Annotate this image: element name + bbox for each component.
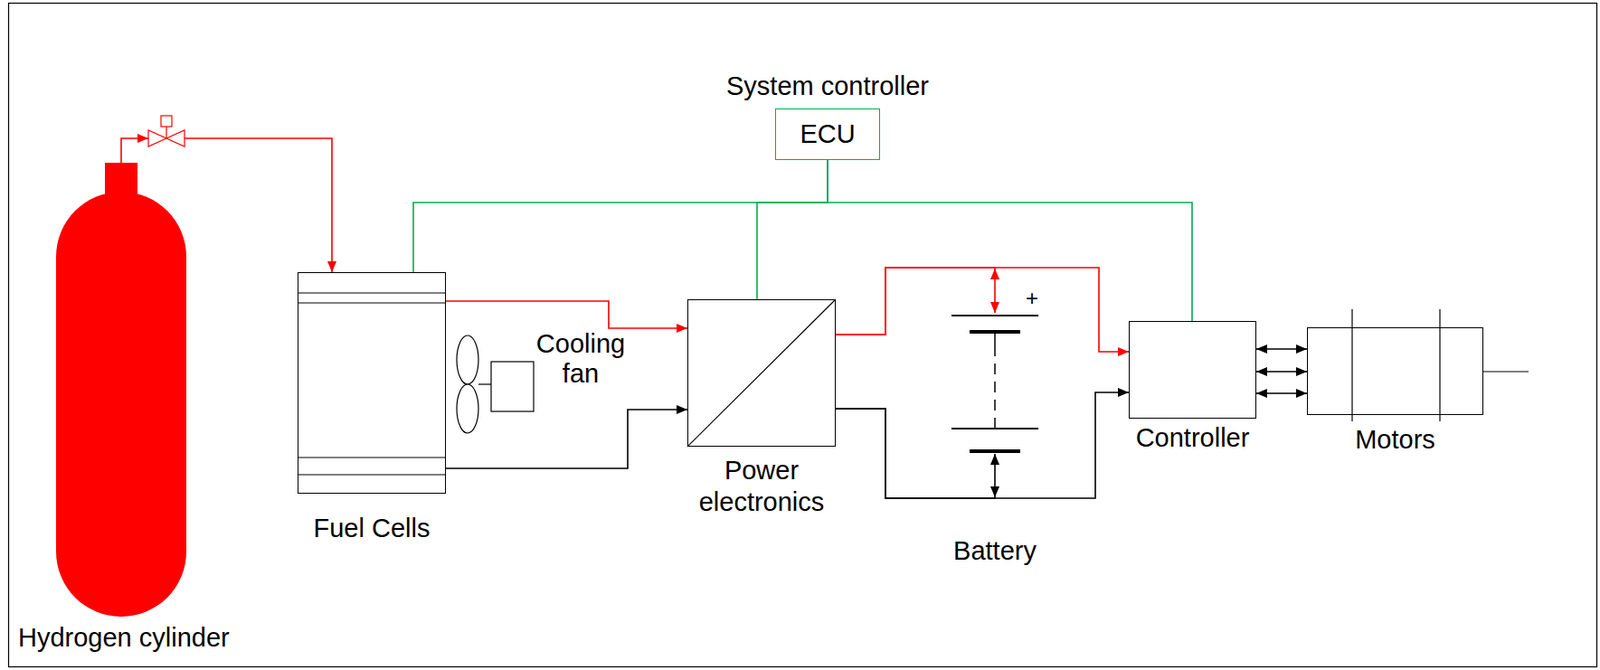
motor-box: Motors (1306, 327, 1484, 416)
label-holder: Cooling fan (530, 329, 631, 390)
caption-holder: Motors (1354, 424, 1436, 456)
caption-holder: Controller (1136, 422, 1250, 455)
stack-band (297, 292, 446, 294)
part-name: Battery (953, 535, 1037, 568)
battery-lead (994, 417, 996, 429)
cylinder-outline (56, 162, 187, 617)
connector-line (827, 160, 1193, 322)
hydrogen-cylinder: Hydrogen cylinder (56, 162, 187, 617)
caption-holder: Power electronics (689, 454, 834, 519)
connector-line (835, 267, 995, 335)
connector-line (1256, 392, 1307, 395)
fan-blade (456, 335, 479, 385)
connector (835, 267, 1129, 352)
valve-symbol (148, 130, 167, 147)
box-label: ECU (799, 118, 855, 151)
caption-holder: Battery (953, 535, 1037, 568)
connector (827, 160, 1193, 322)
connector-line (1256, 370, 1307, 373)
valve-symbol (166, 130, 185, 147)
battery-lead (994, 331, 996, 357)
valve-stem (165, 126, 167, 139)
connector (835, 267, 1000, 335)
part-name: System controller (726, 70, 929, 103)
connector (835, 392, 1129, 499)
connector-line (757, 160, 828, 300)
fan-label: Cooling fan (530, 329, 631, 390)
battery-outline (949, 312, 1041, 455)
power-electronics-box: Power electronics (687, 299, 836, 447)
battery-gap (994, 363, 996, 413)
polarity-sign: + (1025, 287, 1039, 310)
stack-band (297, 456, 446, 458)
caption-holder: Fuel Cells (313, 512, 431, 545)
connector-line (1256, 348, 1307, 351)
connector (413, 160, 828, 273)
caption-holder: System controller (726, 70, 929, 103)
battery-plate (951, 314, 1039, 317)
connector-line (835, 392, 1129, 499)
arrow-head (990, 486, 1000, 498)
converter-diagonal (687, 299, 836, 447)
connector (757, 160, 828, 300)
stack-band (297, 473, 446, 475)
stack-band (297, 302, 446, 303)
frame (9, 3, 1598, 668)
label-holder: + (1025, 287, 1039, 310)
motor-divider (1351, 309, 1353, 422)
part-name: Fuel Cells (313, 512, 431, 545)
caption-holder: Hydrogen cylinder (18, 622, 230, 654)
fan-motor (491, 361, 534, 412)
part-name: Controller (1136, 422, 1250, 455)
connector (445, 409, 688, 469)
part-name: Power electronics (689, 454, 834, 519)
connector-line (445, 409, 688, 469)
cylinder-body (56, 191, 187, 617)
connector (1256, 393, 1307, 395)
text-holder: ECU (799, 118, 855, 151)
fan-shaft (478, 383, 492, 385)
valve-actuator (160, 115, 172, 127)
battery-symbol: Battery (949, 312, 1041, 455)
arrow-head (990, 268, 1000, 280)
battery-plate (951, 427, 1039, 430)
fuel-cell-stack: Fuel Cells (297, 272, 446, 494)
fan-blade (456, 384, 479, 434)
arrow-head (137, 133, 149, 143)
controller-box: Controller (1128, 321, 1257, 419)
ecu-box: System controllerECU (775, 108, 881, 161)
motor-shaft (1483, 370, 1529, 372)
motor-divider (1439, 309, 1440, 422)
connector-line (835, 408, 995, 499)
connector-line (413, 160, 828, 273)
part-name: Motors (1354, 424, 1436, 456)
connector (835, 408, 1000, 499)
connector (1256, 349, 1307, 351)
connector (445, 301, 688, 329)
connector-line (835, 267, 1129, 352)
battery-plate (969, 449, 1021, 454)
part-name: Hydrogen cylinder (18, 622, 230, 654)
connector-line (445, 301, 688, 329)
connector (1256, 371, 1307, 373)
